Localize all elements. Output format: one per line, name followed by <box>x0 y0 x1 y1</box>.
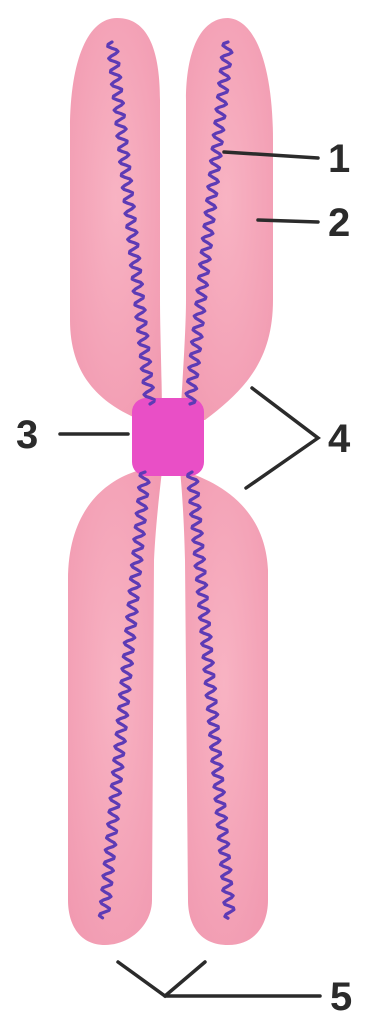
centromere <box>132 398 204 476</box>
pointer-4 <box>246 388 318 488</box>
callout-3: 3 <box>16 413 38 457</box>
pointer-5 <box>118 962 205 996</box>
callout-labels: 1 2 3 4 5 <box>16 137 352 1019</box>
chromatid-lower-left-arm <box>68 470 162 945</box>
callout-5: 5 <box>330 975 352 1019</box>
chromatids <box>68 18 273 945</box>
callout-2: 2 <box>328 201 350 245</box>
callout-4: 4 <box>328 417 351 461</box>
pointer-2 <box>258 220 318 222</box>
callout-1: 1 <box>328 137 350 181</box>
